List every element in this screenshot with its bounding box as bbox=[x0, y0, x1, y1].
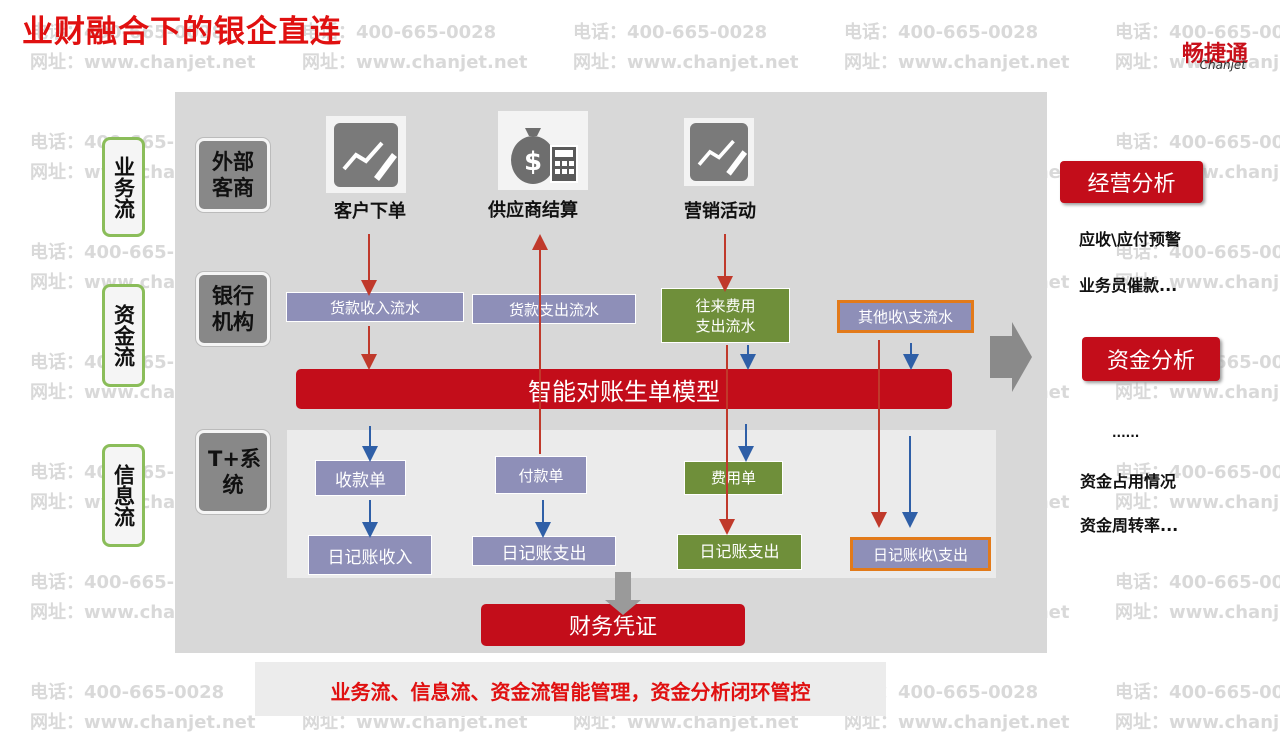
row-tplus: T+系统 bbox=[196, 430, 270, 514]
label-customer-order: 客户下单 bbox=[334, 201, 406, 222]
doc-payment: 付款单 bbox=[495, 456, 587, 494]
flow-label-business: 业务流 bbox=[102, 137, 145, 237]
fund-item-turnover: 资金周转率... bbox=[1080, 516, 1179, 535]
flow-label-info-text: 信息流 bbox=[111, 464, 136, 527]
page-title: 业财融合下的银企直连 bbox=[22, 14, 342, 50]
chart-pen-icon-2 bbox=[684, 118, 754, 186]
journal-income: 日记账收入 bbox=[308, 535, 432, 575]
flow-label-capital: 资金流 bbox=[102, 284, 145, 387]
row-tplus-text: T+系统 bbox=[208, 447, 261, 497]
label-marketing: 营销活动 bbox=[684, 201, 756, 222]
row-external: 外部客商 bbox=[196, 138, 270, 212]
bank-payment-flow: 货款支出流水 bbox=[472, 294, 636, 324]
bank-other-flow: 其他收\支流水 bbox=[837, 300, 974, 333]
journal-fee-expense: 日记账支出 bbox=[677, 534, 802, 570]
chanjet-logo: 畅捷通 Chanjet bbox=[1118, 36, 1248, 76]
ops-item-warning: 应收\应付预警 bbox=[1079, 230, 1181, 249]
logo-en-text: Chanjet bbox=[1199, 58, 1246, 72]
bottom-band bbox=[255, 662, 886, 716]
fund-item-occupation: 资金占用情况 bbox=[1080, 472, 1177, 491]
journal-other: 日记账收\支出 bbox=[850, 537, 991, 571]
bottom-slogan: 业务流、信息流、资金流智能管理，资金分析闭环管控 bbox=[330, 680, 811, 704]
financial-voucher: 财务凭证 bbox=[481, 604, 745, 646]
chart-pen-icon bbox=[326, 116, 406, 193]
row-bank-text: 银行机构 bbox=[212, 284, 254, 334]
fund-ellipsis: ...... bbox=[1112, 426, 1140, 440]
flow-label-info: 信息流 bbox=[102, 444, 145, 547]
flow-label-business-text: 业务流 bbox=[111, 155, 136, 219]
doc-expense: 费用单 bbox=[684, 461, 783, 495]
label-supplier-settlement: 供应商结算 bbox=[488, 200, 578, 221]
row-external-text: 外部客商 bbox=[212, 150, 254, 200]
ops-analysis-title: 经营分析 bbox=[1060, 161, 1203, 203]
smart-reconciliation-model: 智能对账生单模型 bbox=[296, 369, 952, 409]
doc-receipt: 收款单 bbox=[315, 460, 406, 496]
flow-label-capital-text: 资金流 bbox=[111, 304, 136, 367]
row-bank: 银行机构 bbox=[196, 272, 270, 346]
logo-cn-text: 畅捷通 bbox=[1181, 42, 1248, 67]
bank-receipt-flow: 货款收入流水 bbox=[286, 292, 464, 322]
ops-item-collection: 业务员催款... bbox=[1079, 276, 1178, 295]
journal-expense: 日记账支出 bbox=[472, 536, 616, 566]
svg-text:$: $ bbox=[524, 147, 542, 177]
fund-analysis-title: 资金分析 bbox=[1082, 337, 1220, 381]
bank-expense-flow: 往来费用 支出流水 bbox=[661, 288, 790, 343]
money-bag-calculator-icon: $ bbox=[498, 111, 588, 190]
